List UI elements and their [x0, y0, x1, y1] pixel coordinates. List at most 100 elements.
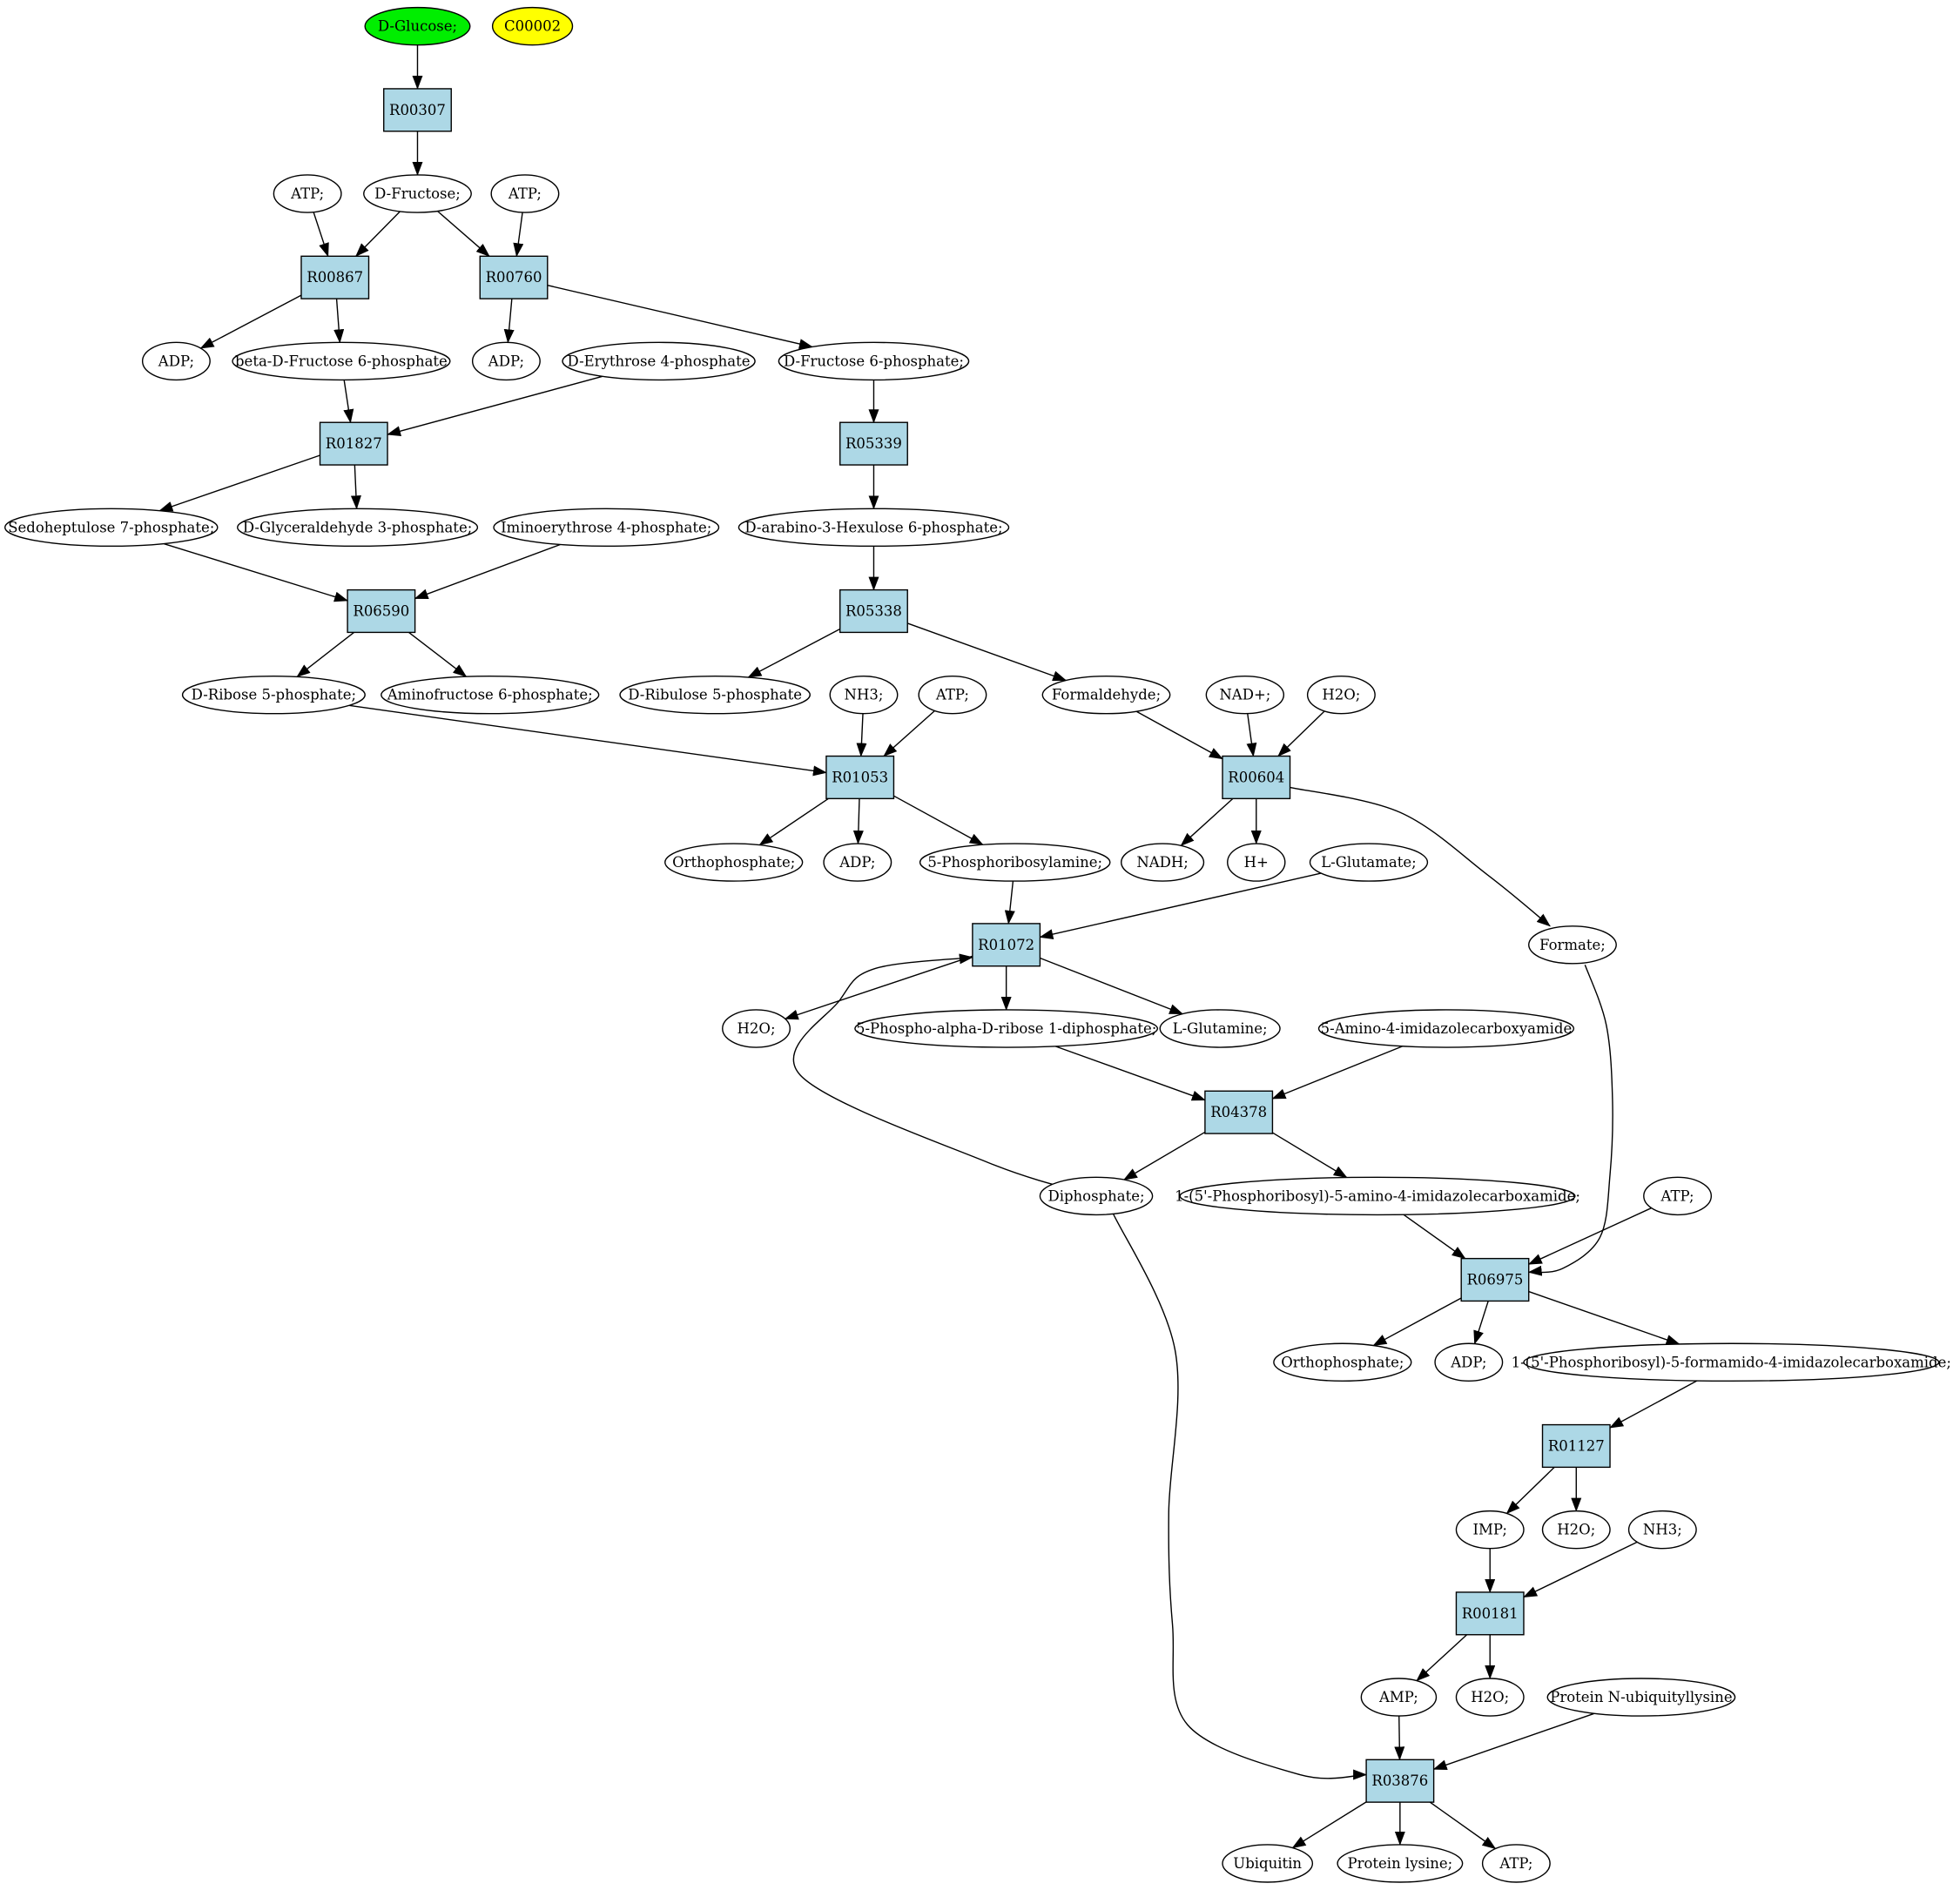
compound-ellipse	[381, 675, 600, 715]
compound-node-ortho2[interactable]: Orthophosphate;	[1273, 1342, 1412, 1382]
compound-ellipse	[722, 1009, 791, 1048]
compound-node-imp[interactable]: IMP;	[1455, 1510, 1525, 1550]
compound-node-adp1[interactable]: ADP;	[141, 341, 211, 381]
edge-prpa-to-r01072	[1004, 881, 1015, 925]
compound-node-fructose[interactable]: D-Fructose;	[363, 174, 472, 213]
compound-node-dah6p[interactable]: D-arabino-3-Hexulose 6-phosphate;	[738, 508, 1010, 548]
compound-ellipse	[1434, 1342, 1504, 1382]
compound-node-formate[interactable]: Formate;	[1528, 925, 1617, 965]
compound-node-ubiq[interactable]: Ubiquitin	[1222, 1844, 1314, 1883]
compound-node-adp3[interactable]: ADP;	[823, 843, 892, 882]
compound-ellipse	[738, 508, 1010, 548]
reaction-node-r00181[interactable]: R00181	[1455, 1591, 1525, 1636]
edge-diphos-to-r03876	[1112, 1212, 1368, 1780]
node-label: R01072	[978, 937, 1034, 953]
compound-node-aica[interactable]: 5-Amino-4-imidazolecarboxyamide	[1317, 1009, 1575, 1048]
reaction-node-r00307[interactable]: R00307	[383, 88, 452, 132]
node-label: R00307	[389, 102, 446, 118]
compound-node-adp2[interactable]: ADP;	[471, 341, 541, 381]
edge-formate-to-r06975	[1527, 965, 1613, 1276]
compound-ellipse	[1179, 1176, 1576, 1216]
compound-node-pnub[interactable]: Protein N-ubiquityllysine	[1546, 1678, 1736, 1717]
compound-node-nh3b[interactable]: NH3;	[1627, 1510, 1697, 1550]
reaction-node-r06975[interactable]: R06975	[1460, 1257, 1530, 1302]
compound-node-faicar[interactable]: 1-(5'-Phosphoribosyl)-5-formamido-4-imid…	[1512, 1342, 1951, 1382]
reaction-node-r06590[interactable]: R06590	[347, 589, 416, 634]
compound-node-formald[interactable]: Formaldehyde;	[1041, 675, 1171, 715]
reaction-node-r01127[interactable]: R01127	[1541, 1423, 1611, 1469]
compound-node-h2o4[interactable]: H2O;	[1455, 1678, 1525, 1717]
compound-node-prpa[interactable]: 5-Phosphoribosylamine;	[919, 843, 1111, 882]
compound-ellipse	[1317, 1009, 1575, 1048]
compound-node-r5p[interactable]: D-Ribose 5-phosphate;	[181, 675, 366, 715]
reaction-node-r00760[interactable]: R00760	[479, 255, 549, 299]
compound-node-bdf6p[interactable]: beta-D-Fructose 6-phosphate	[232, 341, 451, 381]
reaction-node-r00604[interactable]: R00604	[1222, 755, 1291, 800]
compound-node-h2o3[interactable]: H2O;	[1541, 1510, 1611, 1550]
compound-node-lgln[interactable]: L-Glutamine;	[1159, 1009, 1281, 1048]
node-label: H2O;	[1557, 1522, 1595, 1538]
reaction-node-r03876[interactable]: R03876	[1365, 1759, 1435, 1803]
edge-r01053-to-prpa	[893, 795, 984, 845]
compound-node-amp[interactable]: AMP;	[1360, 1678, 1438, 1717]
compound-node-atp5[interactable]: ATP;	[1481, 1844, 1551, 1883]
reaction-box	[1204, 1090, 1274, 1134]
compound-node-de4p[interactable]: D-Erythrose 4-phosphate	[562, 341, 756, 381]
edge-r03876-to-ubiq	[1291, 1801, 1367, 1849]
compound-node-atp4[interactable]: ATP;	[1643, 1176, 1713, 1216]
compound-node-aicar[interactable]: 1-(5'-Phosphoribosyl)-5-amino-4-imidazol…	[1175, 1176, 1580, 1216]
compound-ellipse	[471, 341, 541, 381]
reaction-node-r05339[interactable]: R05339	[839, 421, 908, 466]
compound-node-prpp[interactable]: 5-Phospho-alpha-D-ribose 1-diphosphate;	[854, 1009, 1159, 1048]
node-label: Diphosphate;	[1047, 1187, 1144, 1204]
compound-node-h2o1[interactable]: H2O;	[1306, 675, 1376, 715]
compound-node-plys[interactable]: Protein lysine;	[1337, 1844, 1464, 1883]
compound-node-nadh[interactable]: NADH;	[1121, 843, 1205, 882]
compound-node-atp3[interactable]: ATP;	[918, 675, 987, 715]
compound-node-s7p[interactable]: Sedoheptulose 7-phosphate;	[4, 508, 219, 548]
node-label: NAD+;	[1219, 687, 1270, 703]
compound-node-atp1[interactable]: ATP;	[273, 174, 342, 213]
reaction-node-r01827[interactable]: R01827	[319, 421, 388, 466]
edge-r06975-to-adp4	[1473, 1301, 1489, 1345]
compound-node-atp2[interactable]: ATP;	[490, 174, 560, 213]
node-label: D-Fructose;	[374, 185, 461, 202]
edge-r05338-to-formald	[907, 622, 1068, 682]
reaction-node-r05338[interactable]: R05338	[839, 589, 908, 634]
node-label: R00181	[1462, 1605, 1519, 1622]
compound-node-df6p[interactable]: D-Fructose 6-phosphate;	[778, 341, 970, 381]
edge-atp3-to-r01053	[883, 710, 935, 757]
compound-node-g3p[interactable]: D-Glyceraldehyde 3-phosphate;	[237, 508, 479, 548]
compound-node-ru5p[interactable]: D-Ribulose 5-phosphate	[619, 675, 811, 715]
compound-node-adp4[interactable]: ADP;	[1434, 1342, 1504, 1382]
reaction-node-r01072[interactable]: R01072	[972, 923, 1041, 967]
compound-node-glucose[interactable]: D-Glucose;	[364, 6, 471, 46]
edge-r01827-to-s7p	[158, 454, 320, 512]
reaction-box	[825, 755, 895, 800]
compound-node-lglu[interactable]: L-Glutamate;	[1309, 843, 1429, 882]
reaction-node-r01053[interactable]: R01053	[825, 755, 895, 800]
node-label: Orthophosphate;	[1281, 1354, 1404, 1370]
reaction-node-r00867[interactable]: R00867	[300, 255, 370, 299]
node-label: beta-D-Fructose 6-phosphate	[235, 353, 448, 369]
edge-diphos-to-r01072	[792, 953, 1097, 1197]
node-label: R06975	[1467, 1272, 1524, 1288]
compound-node-c00002[interactable]: C00002	[491, 6, 574, 46]
compound-node-diphos[interactable]: Diphosphate;	[1039, 1176, 1154, 1216]
node-label: ADP;	[158, 353, 194, 369]
compound-node-nad[interactable]: NAD+;	[1205, 675, 1285, 715]
node-label: ATP;	[1660, 1187, 1694, 1204]
compound-node-h2o2[interactable]: H2O;	[722, 1009, 791, 1048]
reaction-node-r04378[interactable]: R04378	[1204, 1090, 1274, 1134]
compound-node-hplus[interactable]: H+	[1227, 843, 1286, 882]
compound-node-nh3a[interactable]: NH3;	[829, 675, 899, 715]
compound-node-imino[interactable]: Iminoerythrose 4-phosphate;	[493, 508, 720, 548]
node-label: Ubiquitin	[1233, 1855, 1302, 1872]
reaction-box	[839, 589, 908, 634]
node-label: L-Glutamine;	[1173, 1020, 1268, 1037]
edge-amp-to-r03876	[1394, 1716, 1405, 1761]
node-label: D-Ribose 5-phosphate;	[192, 687, 356, 703]
compound-node-af6p[interactable]: Aminofructose 6-phosphate;	[381, 675, 600, 715]
node-label: D-Fructose 6-phosphate;	[784, 353, 964, 369]
compound-node-ortho1[interactable]: Orthophosphate;	[664, 843, 804, 882]
